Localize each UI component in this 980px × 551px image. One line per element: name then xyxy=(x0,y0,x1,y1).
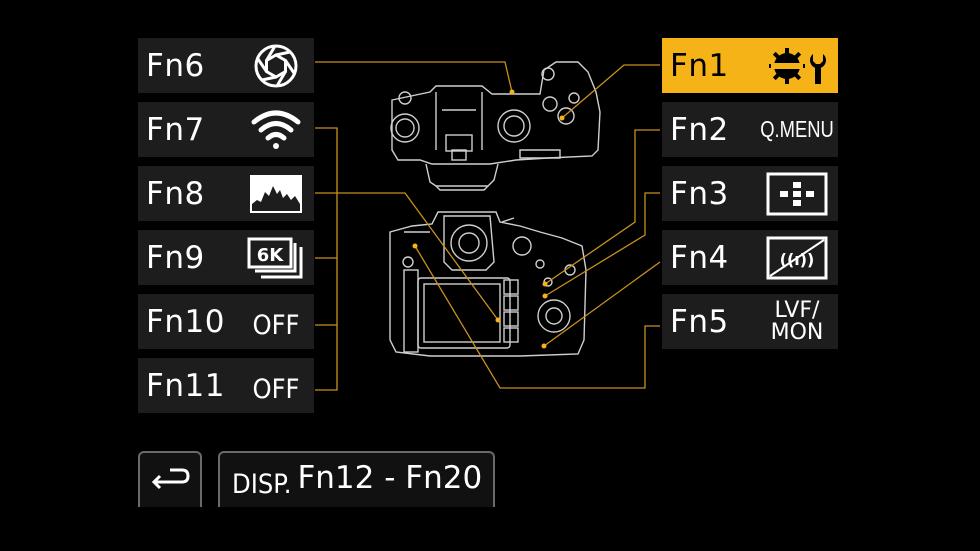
setting-wrench-icon xyxy=(762,38,832,93)
return-arrow-icon xyxy=(148,462,192,498)
svg-text:6K: 6K xyxy=(257,245,285,266)
fn6-label: Fn6 xyxy=(146,47,205,84)
camera-top-view xyxy=(390,61,601,191)
fn4-button[interactable]: Fn4 ((ı)) xyxy=(662,230,838,285)
fn11-off-text: OFF xyxy=(252,374,300,405)
shutter-aperture-icon xyxy=(242,38,310,93)
fn5-label: Fn5 xyxy=(670,303,729,340)
fn9-label: Fn9 xyxy=(146,239,205,276)
fn3-label: Fn3 xyxy=(670,175,729,212)
fn10-button[interactable]: Fn10 OFF xyxy=(138,294,314,349)
disp-tag: DISP. xyxy=(232,468,292,500)
mon-text: MON xyxy=(770,319,824,345)
lvf-text: LVF/ xyxy=(774,297,820,323)
fn8-button[interactable]: Fn8 xyxy=(138,166,314,221)
lvf-mon-text: LVF/ MON xyxy=(762,294,832,349)
wifi-icon xyxy=(242,102,310,157)
histogram-icon xyxy=(242,166,310,221)
fn10-off-text: OFF xyxy=(252,310,300,341)
fn10-label: Fn10 xyxy=(146,303,225,340)
fn2-label: Fn2 xyxy=(670,111,729,148)
svg-text:((ı)): ((ı)) xyxy=(780,250,815,269)
fn12-fn20-button[interactable]: DISP. Fn12 - Fn20 xyxy=(218,451,495,507)
silent-mode-icon: ((ı)) xyxy=(762,230,832,285)
camera-back-view xyxy=(389,211,587,357)
leader-lines xyxy=(315,61,661,391)
fn3-button[interactable]: Fn3 xyxy=(662,166,838,221)
fn-range-label: Fn12 - Fn20 xyxy=(297,460,483,496)
fn9-button[interactable]: Fn9 6K xyxy=(138,230,314,285)
6k-photo-icon: 6K xyxy=(242,230,310,285)
fn11-label: Fn11 xyxy=(146,367,225,404)
fn2-button[interactable]: Fn2 Q.MENU xyxy=(662,102,838,157)
leader-dots xyxy=(412,89,565,349)
fn7-label: Fn7 xyxy=(146,111,205,148)
back-button[interactable] xyxy=(138,451,202,507)
fn11-button[interactable]: Fn11 OFF xyxy=(138,358,314,413)
af-area-icon xyxy=(762,166,832,221)
fn6-button[interactable]: Fn6 xyxy=(138,38,314,93)
fn7-button[interactable]: Fn7 xyxy=(138,102,314,157)
fn8-label: Fn8 xyxy=(146,175,205,212)
fn5-button[interactable]: Fn5 LVF/ MON xyxy=(662,294,838,349)
fn4-label: Fn4 xyxy=(670,239,729,276)
fn1-label: Fn1 xyxy=(670,47,729,84)
fn1-button[interactable]: Fn1 xyxy=(662,38,838,93)
q-menu-text: Q.MENU xyxy=(760,116,834,142)
